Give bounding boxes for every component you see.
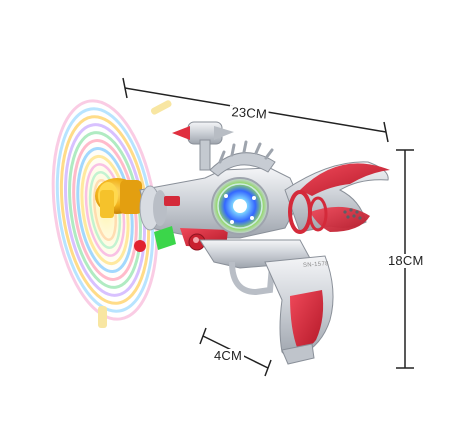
grip-dimension-label: 4CM <box>212 348 245 363</box>
spinner-hub <box>95 178 142 218</box>
green-light <box>154 226 176 250</box>
top-rocket <box>172 121 234 171</box>
blade-tip-top <box>150 100 172 115</box>
red-cap-front <box>164 196 180 206</box>
glowing-center-orb <box>211 177 269 235</box>
blade-tip-bottom <box>98 306 107 328</box>
width-dimension-label: 23CM <box>229 104 270 122</box>
front-red-light <box>134 240 146 252</box>
gun-grip <box>264 255 334 365</box>
height-dimension-label: 18CM <box>386 253 426 268</box>
